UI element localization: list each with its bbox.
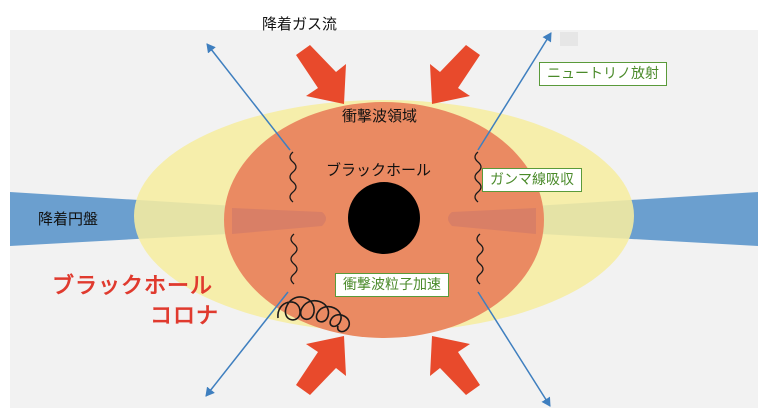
wavy-photon-upper-left xyxy=(289,151,297,203)
disk-inner-left xyxy=(232,208,326,234)
wavy-photon-upper-right xyxy=(474,151,482,203)
neutrino-line-upper-right xyxy=(477,32,552,151)
neutrino-line-lower-left xyxy=(205,291,289,397)
infall-arrow-top-right xyxy=(430,45,480,104)
infall-arrow-top-left xyxy=(296,45,346,104)
neutrino-line-upper-left xyxy=(206,43,291,151)
shock-region-label: 衝撃波領域 xyxy=(342,107,418,125)
gamma-absorption-label: ガンマ線吸収 xyxy=(482,168,582,192)
wavy-photon-lower-left xyxy=(290,233,298,285)
neutrino-line-lower-right xyxy=(477,291,551,407)
black-hole-label: ブラックホール xyxy=(326,161,432,179)
corona-title-line2: コロナ xyxy=(150,304,220,329)
shock-acceleration-label: 衝撃波粒子加速 xyxy=(335,273,449,297)
accretion-disk-label: 降着円盤 xyxy=(38,210,99,228)
infalling-gas-label: 降着ガス流 xyxy=(262,15,338,33)
infall-arrow-bottom-right xyxy=(430,336,480,395)
particle-acceleration-loops xyxy=(277,296,351,333)
corner-mark xyxy=(560,32,578,46)
black-hole xyxy=(348,182,420,254)
wavy-photon-lower-right xyxy=(476,233,484,285)
disk-inner-right xyxy=(448,208,536,234)
corona-title-line1: ブラックホール xyxy=(52,274,214,299)
neutrino-emission-label: ニュートリノ放射 xyxy=(539,62,667,86)
infall-arrow-bottom-left xyxy=(296,336,346,395)
